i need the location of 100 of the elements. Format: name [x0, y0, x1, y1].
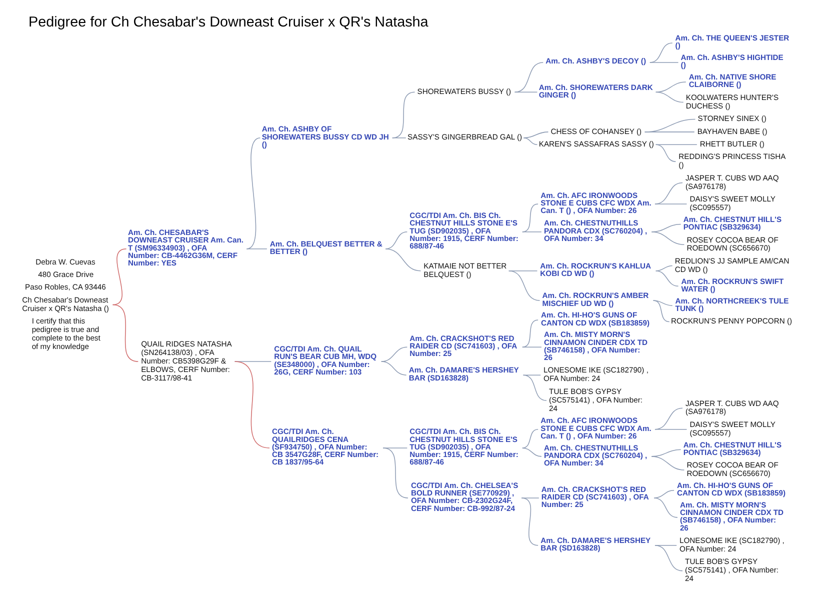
node-text: Am. Ch. ASHBY OF SHOREWATERS BUSSY CD WD JH ()	[262, 124, 389, 149]
node-text: Am. Ch. HI-HO'S GUNS OF CANTON CD WDX (SB183859)	[677, 480, 786, 498]
node-text: Am. Ch. ROCKRUN'S SWIFT WATER ()	[681, 276, 784, 294]
label: Debra W. Cuevas	[36, 257, 96, 266]
connector	[655, 270, 679, 287]
connector	[234, 361, 270, 448]
node-text: Am. Ch. MISTY MORN'S CINNAMON CINDER CDX TD (SB746158) , OFA Number: 26	[680, 500, 784, 532]
node-text: Am. Ch. SHOREWATERS DARK GINGER ()	[538, 82, 653, 100]
node-text: Am. Ch. HI-HO'S GUNS OF CANTON CD WDX (SB183859)	[541, 310, 650, 328]
node-text: CGC/TDI Am. Ch. QUAIL RUN'S BEAR CUB MH, WDQ (SE348000) , OFA Number: 26G, CERF Number: 103	[274, 344, 377, 376]
node-text: SHOREWATERS BUSSY ()	[417, 86, 512, 96]
connector	[521, 498, 538, 546]
connector	[508, 270, 540, 301]
node-text: BAYHAVEN BABE ()	[697, 126, 768, 136]
node-text: ROSEY COCOA BEAR OF ROEDOWN (SC656670)	[686, 235, 778, 253]
node-text: Am. Ch. AFC IRONWOODS STONE E CUBS CFC WDX Am. Can. T () , OFA Number: 26	[540, 190, 652, 216]
connector	[522, 428, 538, 448]
connector	[246, 248, 268, 250]
node-text: Am. Ch. NATIVE SHORE CLAIBORNE ()	[688, 72, 776, 90]
connector	[385, 248, 422, 272]
node-text: Am. Ch. DAMARE'S HERSHEY BAR (SD163828)	[540, 536, 651, 553]
node-text: TULE BOB'S GYPSY (SC575141) , OFA Number: 24	[685, 557, 779, 584]
connector	[654, 545, 683, 572]
connector	[514, 62, 544, 92]
connector	[523, 132, 549, 138]
node-text: KATMAIE NOT BETTER BELQUEST ()	[424, 262, 507, 279]
node-text: Am. Ch. BELQUEST BETTER & BETTER ()	[270, 239, 382, 256]
node-text: KAREN'S SASSAFRAS SASSY ()	[538, 140, 654, 149]
connector	[654, 545, 677, 546]
node-text: REDDING'S PRINCESS TISHA ()	[678, 152, 786, 170]
connector	[522, 374, 541, 376]
connector	[655, 265, 673, 272]
node-text: Am. Ch. ASHBY'S HIGHTIDE ()	[680, 53, 784, 70]
connector	[655, 82, 686, 92]
connector	[654, 498, 678, 518]
node-text: Am. Ch. ASHBY'S DECOY ()	[546, 56, 646, 66]
node-text: CGC/TDI Am. Ch. CHELSEA'S BOLD RUNNER (SE770929) , OFA Number: CB-2302G24F, CERF Number: CB-992/87-24	[410, 480, 518, 513]
connector	[654, 490, 674, 498]
node-text: Am. Ch. CHESABAR'S DOWNEAST CRUISER Am. Can. T (SM96334903) , OFA Number: CB-4462G36M, CERF Number: YES	[128, 228, 244, 268]
node-text: LONESOME IKE (SC182790) , OFA Number: 24	[680, 536, 784, 554]
connector	[112, 304, 139, 362]
connector	[652, 300, 670, 322]
connector	[382, 448, 408, 498]
node-text: DAISY'S SWEET MOLLY (SC095557)	[690, 420, 776, 438]
connector	[644, 118, 696, 132]
connector	[522, 346, 542, 348]
connector	[380, 346, 408, 362]
connector	[522, 374, 547, 401]
node-text: Am. Ch. ROCKRUN'S KAHLUA KOBI CD WD ()	[540, 262, 652, 278]
node-text: Am. Ch. DAMARE'S HERSHEY BAR (SD163828)	[408, 366, 519, 382]
node-text: RHETT BUTLER ()	[700, 140, 764, 149]
node-text: ROCKRUN'S PENNY POPCORN ()	[671, 316, 792, 326]
node-text: ROSEY COCOA BEAR OF ROEDOWN (SC656670)	[686, 460, 778, 478]
connector	[652, 300, 673, 306]
connector	[655, 144, 676, 162]
node-text: JASPER T. CUBS WD AAQ (SA976178)	[685, 398, 779, 416]
connector	[651, 456, 685, 470]
node-text: Am. Ch. NORTHCREEK'S TULE TUNK ()	[675, 296, 789, 313]
node-text: Am. Ch. AFC IRONWOODS STONE E CUBS CFC WDX Am. Can. T () , OFA Number: 26	[540, 416, 652, 440]
connector	[655, 92, 684, 103]
connector	[522, 204, 538, 232]
node-text: Am. Ch. CHESTNUTHILLS PANDORA CDX (SC760204) , OFA Number: 34	[544, 218, 648, 243]
connector	[246, 137, 261, 250]
node-text: TULE BOB'S GYPSY (SC575141) , OFA Number: 24	[549, 386, 643, 413]
node-text: LONESOME IKE (SC182790) , OFA Number: 24	[544, 366, 648, 384]
node-text: CGC/TDI Am. Ch. BIS Ch. CHESTNUT HILLS STONE E'S TUG (SD902035) , OFA Number: 1915, CERF Number: 688/87-46	[410, 211, 518, 251]
node-text: Am. Ch. CRACKSHOT'S RED RAIDER CD (SC741603) , OFA Number: 25	[541, 484, 649, 510]
node-text: SASSY'S GINGERBREAD GAL ()	[408, 132, 522, 142]
connector	[385, 232, 408, 250]
connector	[522, 320, 538, 348]
label: I certify that this pedigree is true and complete to the best of my knowledge	[32, 316, 100, 352]
node-text: JASPER T. CUBS WD AAQ (SA976178)	[685, 173, 779, 191]
node-text: Am. Ch. CHESTNUTHILLS PANDORA CDX (SC760204) , OFA Number: 34	[544, 443, 648, 468]
connector	[392, 92, 416, 138]
node-text: Am. Ch. ROCKRUN'S AMBER MISCHIEF UD WD ()	[542, 291, 649, 308]
node-text: Am. Ch. THE QUEEN'S JESTER ()	[675, 34, 790, 50]
connector	[392, 137, 406, 138]
label: Paso Robles, CA 93446	[25, 282, 106, 292]
connector	[651, 232, 685, 245]
label: 480 Grace Drive	[38, 270, 94, 279]
connector	[654, 408, 683, 430]
node-text: Ch Chesabar's Downeast Cruiser x QR's Natasha ()	[22, 295, 109, 313]
connector	[654, 428, 688, 430]
connector	[650, 42, 673, 63]
node-text: DAISY'S SWEET MOLLY (SC095557)	[690, 194, 776, 212]
node-text: CGC/TDI Am. Ch. BIS Ch. CHESTNUT HILLS STONE E'S TUG (SD902035) , OFA Number: 1915, CERF Number: 688/87-46	[410, 427, 518, 467]
connector	[380, 361, 407, 376]
diagram-title: Pedigree for Ch Chesabar's Downeast Cruiser x QR's Natasha	[28, 14, 428, 31]
node-text: STORNEY SINEX ()	[698, 114, 766, 124]
node-text: Am. Ch. CHESTNUT HILL'S PONTIAC (SB329634)	[683, 214, 782, 232]
node-text: CHESS OF COHANSEY ()	[550, 126, 642, 136]
node-text: Am. Ch. CRACKSHOT'S RED RAIDER CD (SC741603) , OFA Number: 25	[410, 334, 518, 358]
node-text: QUAIL RIDGES NATASHA (SN264138/03) , OFA Number: CB5398G29F & ELBOWS, CERF Number: CB-3117/98-41	[141, 339, 232, 382]
connector	[650, 62, 679, 63]
node-text: KOOLWATERS HUNTER'S DUCHESS ()	[686, 92, 779, 110]
node-text: CGC/TDI Am. Ch. QUAILRIDGES CENA (SF934750) , OFA Number: CB 3547G28F, CERF Number: CB 1837/95-64	[272, 427, 379, 467]
connector	[234, 361, 272, 362]
connector	[522, 448, 542, 457]
connector	[523, 137, 538, 146]
node-text: Am. Ch. MISTY MORN'S CINNAMON CINDER CDX TD (SB746158) , OFA Number: 26	[544, 330, 648, 362]
